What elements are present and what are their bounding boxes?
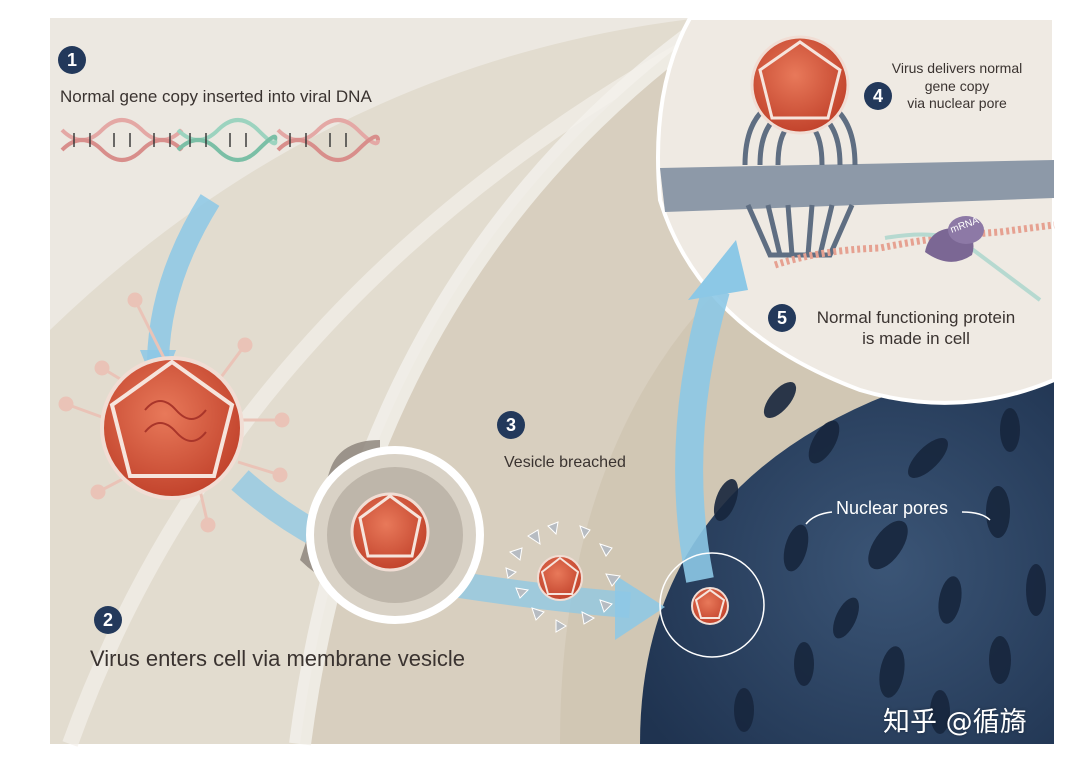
- step-3-label: Vesicle breached: [504, 454, 626, 471]
- nuclear-entry-arrow: [675, 286, 730, 583]
- nuclear-envelope: [660, 160, 1054, 212]
- step-4-line-3: via nuclear pore: [907, 95, 1007, 111]
- mrna-strand-red: [773, 221, 1055, 269]
- docking-virus: [750, 35, 850, 135]
- step-1-label: Normal gene copy inserted into viral DNA: [60, 87, 372, 106]
- step-4-line-2: gene copy: [924, 77, 990, 94]
- nuclear-pores: [713, 381, 1046, 734]
- step-2-badge: 2: [94, 606, 122, 634]
- step-1-badge: 1: [58, 46, 86, 74]
- breached-vesicle: [505, 521, 621, 633]
- virus-at-nucleus: [659, 552, 765, 658]
- step-4-line-1: Virus delivers normal: [891, 60, 1023, 76]
- nuclear-pores-label: Nuclear pores: [836, 498, 949, 518]
- insertion-arrow: [147, 194, 220, 361]
- step-4-label: Virus delivers normal gene copy via nucl…: [884, 60, 1030, 113]
- step-5-line-1: Normal functioning protein: [816, 308, 1016, 327]
- step-4-badge: 4: [864, 82, 892, 110]
- step-3-badge: 3: [497, 411, 525, 439]
- step-5-badge: 5: [768, 304, 796, 332]
- step-5-label: Normal functioning protein is made in ce…: [800, 307, 1032, 350]
- step-2-label: Virus enters cell via membrane vesicle: [90, 646, 465, 671]
- viral-dna: [60, 118, 380, 162]
- nuclear-pores-pointer-left: [805, 511, 833, 525]
- step-5-line-2: is made in cell: [862, 329, 970, 349]
- nuclear-pores-pointer-right: [961, 511, 991, 521]
- watermark: 知乎 @循旖: [883, 707, 1027, 738]
- viral-vector: [58, 292, 290, 533]
- membrane-vesicle: [300, 440, 484, 624]
